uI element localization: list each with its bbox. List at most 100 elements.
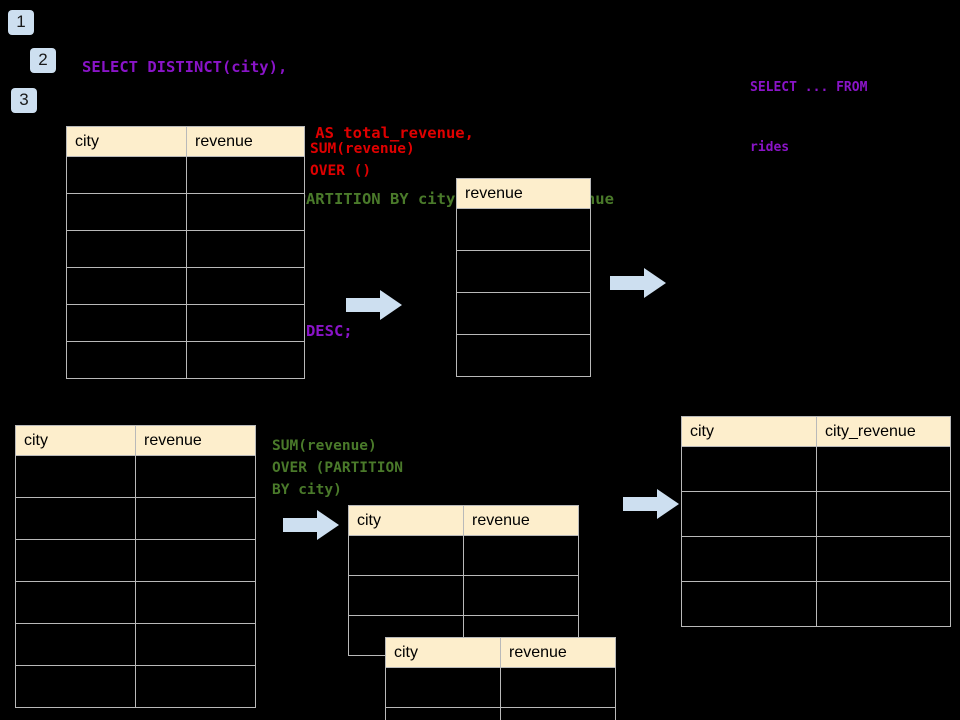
cell-city-revenue (816, 536, 951, 582)
cell-city (15, 497, 136, 540)
table-row (456, 292, 591, 335)
table-revenue-window: revenue (456, 178, 591, 377)
column-header-revenue: revenue (135, 425, 256, 456)
sql-side-note-line-2: rides (750, 140, 790, 155)
cell-revenue (500, 667, 616, 708)
table-header-row: city revenue (15, 425, 256, 456)
cell-revenue (135, 623, 256, 666)
cell-city (15, 581, 136, 624)
table-source-bottom: city revenue (15, 425, 256, 708)
cell-city (348, 535, 464, 576)
table-row (15, 455, 256, 498)
cell-city-revenue (816, 446, 951, 492)
table-row (15, 539, 256, 582)
flow-arrow-3 (283, 508, 339, 542)
table-header-row: city city_revenue (681, 416, 951, 447)
table-header-row: revenue (456, 178, 591, 209)
step-badge-3[interactable]: 3 (11, 88, 37, 113)
cell-revenue (186, 156, 305, 194)
table-row (348, 535, 579, 576)
arrow-right-icon (283, 510, 339, 540)
column-header-city: city (385, 637, 501, 668)
cell-city (681, 581, 817, 627)
cell-revenue (456, 250, 591, 293)
column-header-revenue: revenue (186, 126, 305, 157)
table-row (681, 581, 951, 627)
table-row (15, 497, 256, 540)
column-header-city: city (681, 416, 817, 447)
sql-side-note-line-1: SELECT ... FROM (750, 80, 868, 95)
cell-city (681, 446, 817, 492)
table-header-row: city revenue (348, 505, 579, 536)
cell-city (66, 304, 187, 342)
flow-arrow-1 (346, 288, 402, 322)
column-header-city: city (15, 425, 136, 456)
column-header-revenue: revenue (456, 178, 591, 209)
cell-revenue (135, 581, 256, 624)
step-badge-2[interactable]: 2 (30, 48, 56, 73)
table-header-row: city revenue (385, 637, 616, 668)
table-row (66, 304, 305, 342)
sql-line-select: SELECT DISTINCT(city), (82, 58, 288, 76)
table-header-row: city revenue (66, 126, 305, 157)
table-row (385, 667, 616, 708)
column-header-revenue: revenue (500, 637, 616, 668)
cell-city (15, 455, 136, 498)
annotation-city-revenue: SUM(revenue) OVER (PARTITION BY city) (272, 438, 403, 498)
table-row (456, 208, 591, 251)
flow-arrow-4 (623, 487, 679, 521)
cell-revenue (456, 208, 591, 251)
arrow-right-icon (346, 290, 402, 320)
annotation-total-revenue: SUM(revenue) OVER () (310, 141, 415, 179)
table-partition-back: city revenue (348, 505, 579, 656)
cell-revenue (135, 497, 256, 540)
flow-arrow-2 (610, 266, 666, 300)
table-result: city city_revenue (681, 416, 951, 627)
cell-city (681, 491, 817, 537)
table-row (681, 446, 951, 492)
table-row (66, 267, 305, 305)
cell-revenue (186, 341, 305, 379)
table-row (66, 230, 305, 268)
table-source-top: city revenue (66, 126, 305, 379)
cell-city (66, 156, 187, 194)
cell-city (385, 707, 501, 720)
column-header-city-revenue: city_revenue (816, 416, 951, 447)
cell-city (15, 539, 136, 582)
cell-revenue (500, 707, 616, 720)
table-row (385, 707, 616, 720)
table-row (348, 575, 579, 616)
cell-revenue (463, 575, 579, 616)
table-partition-front: city revenue (385, 637, 616, 720)
table-row (15, 581, 256, 624)
arrow-right-icon (623, 489, 679, 519)
column-header-city: city (66, 126, 187, 157)
cell-city (66, 341, 187, 379)
cell-city (66, 230, 187, 268)
table-row (66, 156, 305, 194)
column-header-city: city (348, 505, 464, 536)
cell-city (66, 267, 187, 305)
table-row (681, 491, 951, 537)
sql-side-note: SELECT ... FROM rides (750, 38, 867, 198)
table-row (681, 536, 951, 582)
cell-city (385, 667, 501, 708)
cell-revenue (456, 334, 591, 377)
cell-revenue (186, 267, 305, 305)
step-badge-1[interactable]: 1 (8, 10, 34, 35)
cell-city (15, 665, 136, 708)
table-row (456, 250, 591, 293)
cell-revenue (186, 230, 305, 268)
arrow-right-icon (610, 268, 666, 298)
table-row (456, 334, 591, 377)
cell-city-revenue (816, 491, 951, 537)
table-row (66, 341, 305, 379)
cell-revenue (135, 455, 256, 498)
cell-revenue (135, 665, 256, 708)
cell-revenue (135, 539, 256, 582)
table-row (15, 665, 256, 708)
cell-revenue (186, 193, 305, 231)
table-row (66, 193, 305, 231)
cell-revenue (186, 304, 305, 342)
cell-city (66, 193, 187, 231)
